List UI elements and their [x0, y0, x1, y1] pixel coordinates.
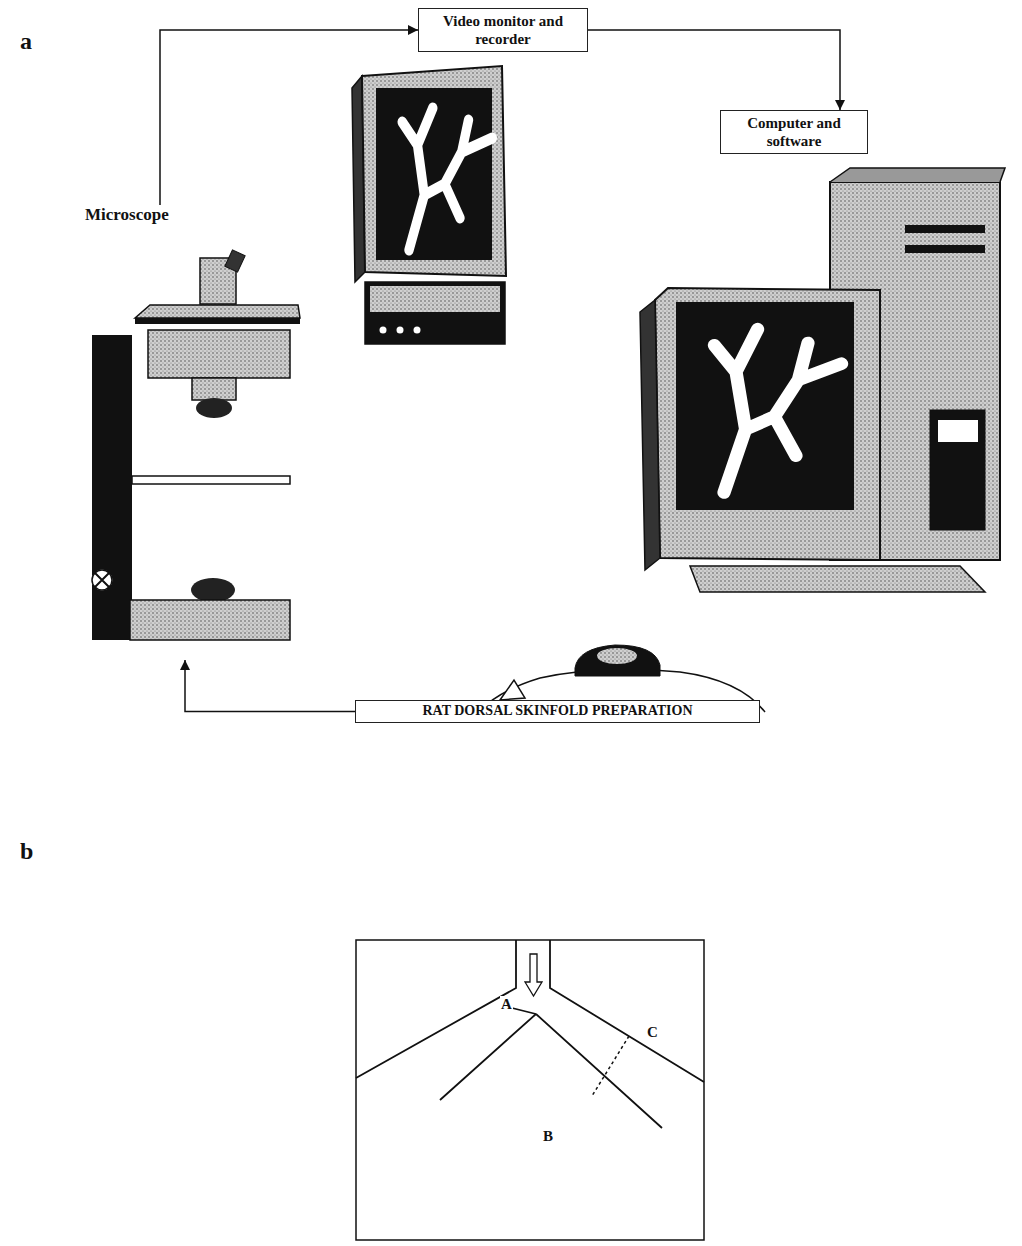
process-box: Computer and software	[720, 110, 868, 154]
point-label: A	[500, 996, 513, 1013]
point-label: B	[542, 1128, 554, 1145]
computer	[640, 168, 1005, 592]
video-monitor	[352, 66, 506, 344]
node-text: Microscope	[85, 205, 305, 225]
process-box: Video monitor and recorder	[418, 8, 588, 52]
specimen-box: RAT DORSAL SKINFOLD PREPARATION	[355, 700, 760, 723]
panel-label: a	[20, 28, 32, 55]
node-text: Computer and software	[727, 114, 861, 150]
panel-label: b	[20, 838, 33, 865]
point-label: C	[646, 1024, 659, 1041]
node-text: RAT DORSAL SKINFOLD PREPARATION	[362, 703, 753, 720]
flow-arrow	[185, 660, 355, 711]
vessel-bifurcation	[356, 940, 704, 1240]
node-text: Video monitor and recorder	[425, 12, 581, 48]
instrument-node: Microscope	[75, 205, 305, 660]
flow-arrow	[160, 30, 418, 205]
flow-arrow	[588, 30, 840, 110]
microscope-drawing	[92, 250, 300, 640]
